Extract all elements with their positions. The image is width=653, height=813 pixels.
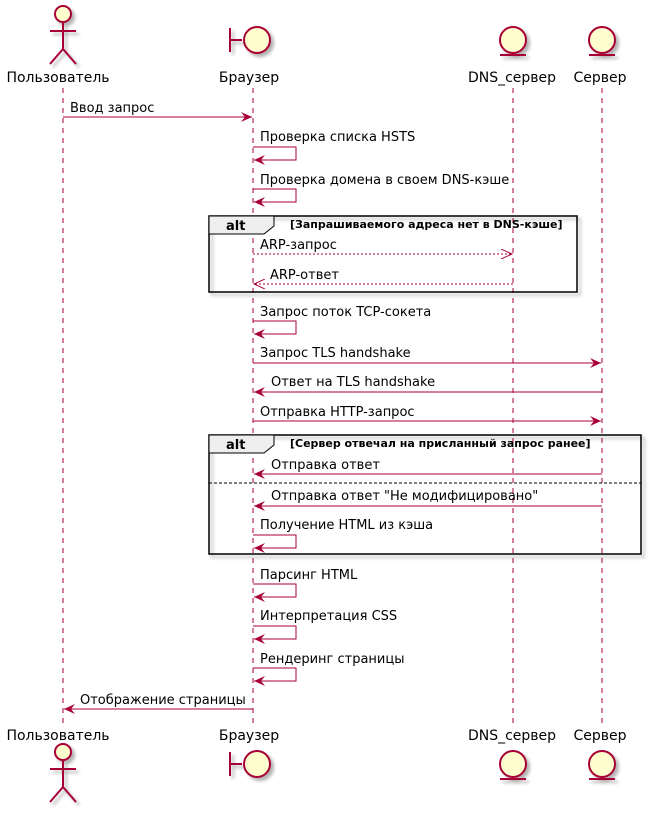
participant-label-server-bottom: Сервер <box>573 728 626 744</box>
participant-label-browser-top: Браузер <box>219 70 279 86</box>
participant-dns-top <box>499 26 527 56</box>
participant-label-server-top: Сервер <box>573 70 626 86</box>
fragment-keyword: alt <box>226 438 245 453</box>
participant-label-user-bottom: Пользователь <box>6 728 109 744</box>
message-label: Запрос TLS handshake <box>260 346 411 361</box>
participant-user-top <box>49 5 77 65</box>
lifelines <box>62 88 603 728</box>
message-label: Ввод запрос <box>70 101 154 116</box>
message-label: Получение HTML из кэша <box>260 518 433 533</box>
participant-label-dns-bottom: DNS_сервер <box>468 728 556 744</box>
message-labels: Ввод запрос Проверка списка HSTS Проверк… <box>70 101 538 708</box>
participant-dns-bottom <box>499 750 527 780</box>
participant-label-user-top: Пользователь <box>6 70 109 86</box>
message-label: Отправка HTTP-запрос <box>260 405 415 420</box>
message-label: Рендеринг страницы <box>260 652 405 667</box>
messages <box>63 112 602 714</box>
message-arrow <box>253 188 297 207</box>
alt-fragment-cache: alt [Сервер отвечал на присланный запрос… <box>208 434 642 555</box>
message-label: Интерпретация CSS <box>260 609 397 624</box>
participant-browser-bottom <box>229 750 271 778</box>
message-label: ARP-запрос <box>260 238 337 253</box>
fragment-condition: [Запрашиваемого адреса нет в DNS-кэше] <box>290 218 563 231</box>
participant-server-bottom <box>588 750 616 780</box>
fragment-keyword: alt <box>226 219 245 234</box>
message-label: Парсинг HTML <box>260 568 358 583</box>
message-label: Отображение страницы <box>80 693 246 708</box>
participant-browser-top <box>229 26 271 54</box>
message-label: Ответ на TLS handshake <box>271 375 435 390</box>
participant-server-top <box>588 26 616 56</box>
message-label: Проверка домена в своем DNS-кэше <box>260 173 509 188</box>
fragment-condition: [Сервер отвечал на присланный запрос ран… <box>290 437 591 450</box>
message-arrow <box>253 534 297 553</box>
message-label: Отправка ответ <box>271 458 380 473</box>
message-arrow <box>253 146 297 165</box>
message-label: Проверка списка HSTS <box>260 130 415 145</box>
participant-label-dns-top: DNS_сервер <box>468 70 556 86</box>
message-label: ARP-ответ <box>270 268 339 283</box>
message-label: Отправка ответ "Не модифицировано" <box>271 489 538 504</box>
message-arrow <box>253 320 297 339</box>
message-arrow <box>253 625 297 644</box>
message-label: Запрос поток TCP-сокета <box>260 305 431 320</box>
participant-label-browser-bottom: Браузер <box>219 728 279 744</box>
participant-user-bottom <box>49 743 77 803</box>
message-arrow <box>253 583 297 602</box>
message-arrow <box>253 667 297 686</box>
alt-fragment-dns: alt [Запрашиваемого адреса нет в DNS-кэш… <box>208 215 578 293</box>
